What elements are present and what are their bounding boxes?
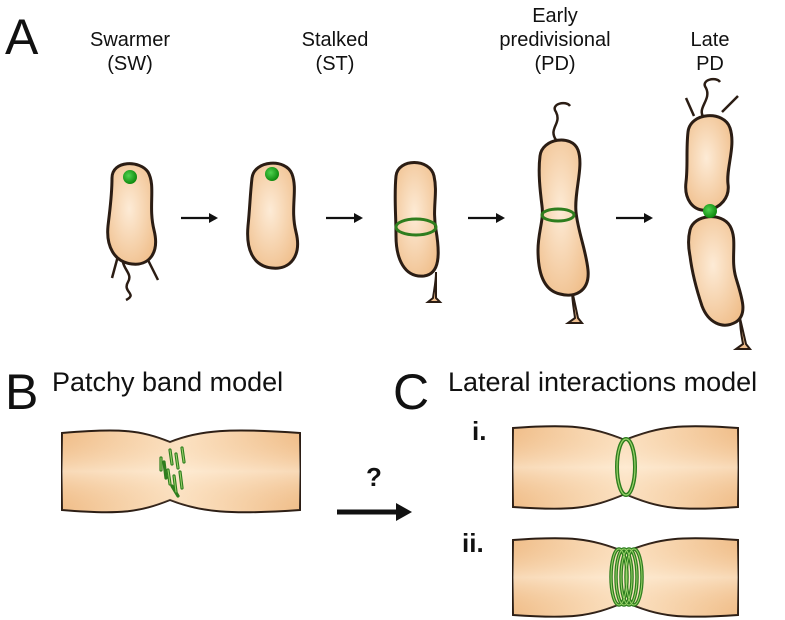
cell-body-upper (684, 114, 734, 212)
ftsz-filament (170, 484, 180, 498)
cell-body (246, 161, 299, 270)
z-ring (540, 207, 576, 223)
patchy-ftsz-filaments (159, 446, 186, 498)
ftsz-filament-highlight (160, 447, 185, 493)
stalk (425, 271, 443, 303)
transition-arrow-head (396, 503, 412, 521)
stalk (732, 317, 753, 350)
cell-body-lower (687, 215, 745, 327)
late-predivisional-cell (684, 77, 753, 350)
stage-label-line: Stalked (301, 29, 369, 51)
arrow-1-head (209, 213, 218, 223)
stage-label-line: (PD) (534, 53, 576, 75)
lateral-cell-segment-i (512, 425, 739, 510)
arrow-3-head (496, 213, 505, 223)
cell-body (106, 162, 157, 266)
z-ring-highlight (625, 548, 643, 606)
stage-label-line: PD (696, 53, 724, 75)
lateral-interactions-model-title: Lateral interactions model (448, 367, 758, 397)
patchy-band-cell-segment (61, 429, 301, 514)
sub-label-ii: ii. (462, 528, 484, 558)
stage-label-line: predivisional (499, 29, 611, 51)
cell-segment-highlight (513, 426, 738, 509)
swarmer-cell (106, 162, 160, 302)
z-ring (394, 217, 438, 237)
stage-label-line: Swarmer (89, 29, 170, 51)
stalked-cell-z-ring (393, 161, 443, 303)
stage-label-early-pd: Early predivisional (PD) (475, 4, 635, 76)
stage-label-stalked: Stalked (ST) (280, 28, 390, 76)
pili-icon (684, 95, 739, 117)
arrow-4-head (644, 213, 653, 223)
stage-label-swarmer: Swarmer (SW) (70, 28, 190, 76)
panel-label-c: C (393, 364, 430, 420)
z-ring-highlight (620, 548, 638, 606)
stage-label-line: Early (532, 5, 578, 27)
patchy-band-model-title: Patchy band model (52, 367, 284, 397)
ftsz-filament (162, 460, 168, 480)
sub-label-i: i. (472, 416, 487, 446)
z-ring-highlight (615, 548, 633, 606)
z-ring-highlight (616, 438, 636, 496)
polar-dot (123, 170, 137, 184)
polar-dot (265, 167, 279, 181)
stage-label-line: (ST) (315, 53, 355, 75)
early-predivisional-cell (536, 101, 590, 324)
lateral-cell-segment-ii (512, 537, 739, 618)
arrow-2-head (354, 213, 363, 223)
division-dot (703, 204, 717, 218)
panel-label-b: B (5, 364, 39, 420)
stage-label-line: (SW) (107, 53, 153, 75)
stage-label-line: Late (690, 29, 730, 51)
bundled-z-rings (609, 547, 644, 607)
question-mark: ? (366, 462, 382, 492)
z-ring-highlight (610, 548, 628, 606)
panel-label-a: A (5, 9, 39, 65)
cell-body (536, 138, 590, 297)
flagellum-icon (552, 101, 572, 141)
stage-label-late-pd: Late PD (670, 28, 750, 76)
flagellum-icon (700, 77, 722, 119)
stalked-cell (246, 161, 299, 270)
